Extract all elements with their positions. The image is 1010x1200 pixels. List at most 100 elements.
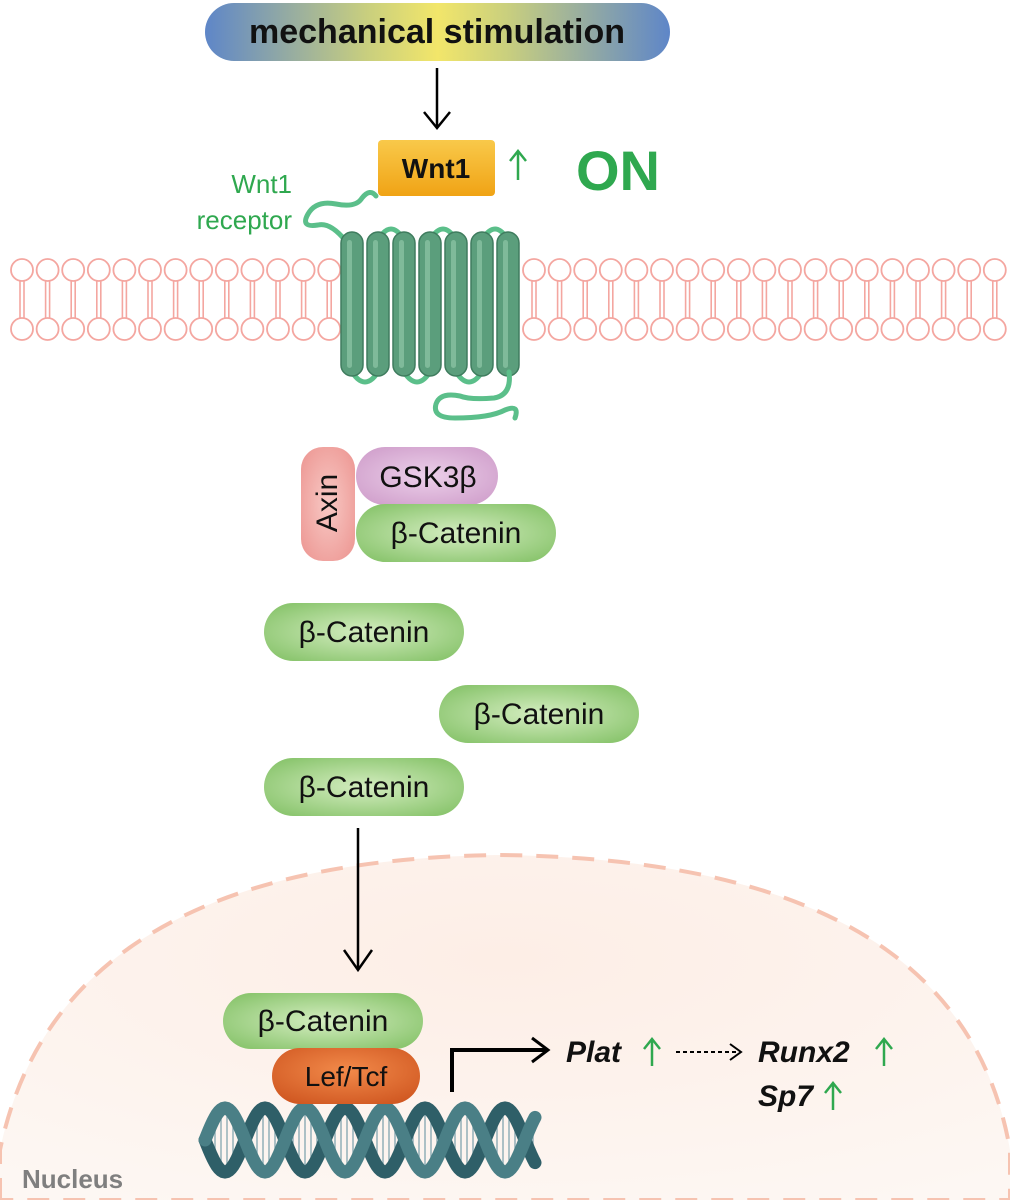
lipid-head (880, 317, 905, 341)
lipid-head (650, 317, 674, 341)
lipid-head (240, 317, 265, 341)
lipid-head (726, 258, 751, 282)
lipid-head (317, 258, 342, 282)
receptor-helix-highlight (425, 240, 430, 368)
lipid-head (906, 258, 930, 282)
lipid-head (829, 258, 854, 282)
receptor-extracellular-tail (303, 190, 379, 243)
lipid-head (803, 317, 828, 341)
lipid-head (547, 317, 572, 341)
lipid-head (829, 317, 854, 341)
lipid-head (675, 317, 700, 341)
free-beta-catenin (439, 685, 639, 743)
lipid-head (61, 258, 86, 282)
receptor-helix-highlight (373, 240, 378, 368)
lipid-head (214, 258, 239, 282)
lipid-head (189, 317, 214, 341)
lef-tcf-label: Lef/Tcf (305, 1061, 388, 1092)
lipid-head (266, 317, 290, 341)
dna-strand (198, 1101, 542, 1179)
lipid-head (880, 258, 905, 282)
stimulation-arrow-head (423, 111, 451, 130)
lipid-head (138, 258, 162, 282)
lipid-head (573, 258, 598, 282)
lipid-head (624, 317, 649, 341)
lipid-head (598, 317, 623, 341)
nucleus-boundary (0, 852, 1010, 1200)
receptor-helix-highlight (477, 240, 482, 368)
complex-beta-catenin-label: β-Catenin (391, 517, 522, 550)
lipid-head (547, 258, 572, 282)
lipid-head (957, 317, 982, 341)
gene-plat-label: Plat (566, 1036, 623, 1069)
receptor-helix-highlight (399, 240, 404, 368)
lipid-head (752, 317, 777, 341)
lipid-head (189, 258, 214, 282)
lipid-head (10, 317, 34, 341)
complex-beta-catenin (356, 504, 556, 562)
lipid-head (317, 317, 342, 341)
lipid-head (240, 258, 265, 282)
sp7-up-arrow-icon (824, 1080, 842, 1110)
lipid-head (522, 317, 546, 341)
lipid-head (701, 258, 726, 282)
lipid-head (138, 317, 162, 341)
free-beta-catenin-label: β-Catenin (299, 771, 430, 804)
lipid-head (803, 258, 828, 282)
wnt1-receptor (340, 226, 520, 385)
lef-tcf-protein (272, 1048, 420, 1104)
receptor-helix-highlight (503, 240, 508, 368)
lipid-head (854, 317, 879, 341)
mechanical-stimulation-label: mechanical stimulation (249, 13, 625, 51)
plat-up-arrow-icon (643, 1036, 661, 1066)
lipid-head (10, 258, 34, 282)
lipid-head (701, 317, 726, 341)
mechanical-stimulation-pill (205, 3, 670, 61)
lipid-head (522, 258, 546, 282)
lipid-head (726, 317, 751, 341)
lipid-head (163, 258, 188, 282)
nuclear-translocation-arrow-head (342, 949, 374, 973)
gsk3b-label: GSK3β (379, 461, 476, 494)
receptor-label-line1: Wnt1 (231, 169, 292, 199)
dna-strand (198, 1101, 542, 1179)
state-on-label: ON (576, 139, 660, 202)
lipid-head (598, 258, 623, 282)
lipid-head (931, 317, 956, 341)
lipid-head (291, 317, 316, 341)
lipid-head (957, 258, 982, 282)
nuclear-beta-catenin (223, 993, 423, 1049)
receptor-label-line2: receptor (197, 205, 293, 235)
lipid-head (112, 258, 137, 282)
lipid-head (675, 258, 700, 282)
wnt1-up-arrow-icon (509, 148, 527, 180)
receptor-helix-highlight (451, 240, 456, 368)
receptor-helix-highlight (347, 240, 352, 368)
lipid-head (35, 317, 60, 341)
lipid-head (854, 258, 879, 282)
axin-label: Axin (311, 474, 344, 532)
lipid-head (291, 258, 316, 282)
wnt1-ligand (378, 140, 495, 196)
dna-helix (198, 1101, 542, 1179)
transcription-start-arrow (450, 1048, 546, 1092)
runx2-up-arrow-icon (875, 1036, 893, 1066)
receptor-intracellular-tail (432, 369, 519, 421)
transcription-start-arrow-head (531, 1036, 551, 1064)
gene-sp7-label: Sp7 (758, 1080, 814, 1113)
lipid-head (931, 258, 956, 282)
lipid-head (982, 258, 1007, 282)
lipid-head (35, 258, 60, 282)
lipid-head (982, 317, 1007, 341)
lipid-head (163, 317, 188, 341)
wnt1-label: Wnt1 (402, 153, 470, 184)
lipid-head (573, 317, 598, 341)
lipid-head (906, 317, 930, 341)
lipid-head (86, 258, 111, 282)
cell-membrane (10, 258, 1007, 341)
lipid-head (266, 258, 290, 282)
lipid-head (624, 258, 649, 282)
lipid-head (778, 317, 802, 341)
